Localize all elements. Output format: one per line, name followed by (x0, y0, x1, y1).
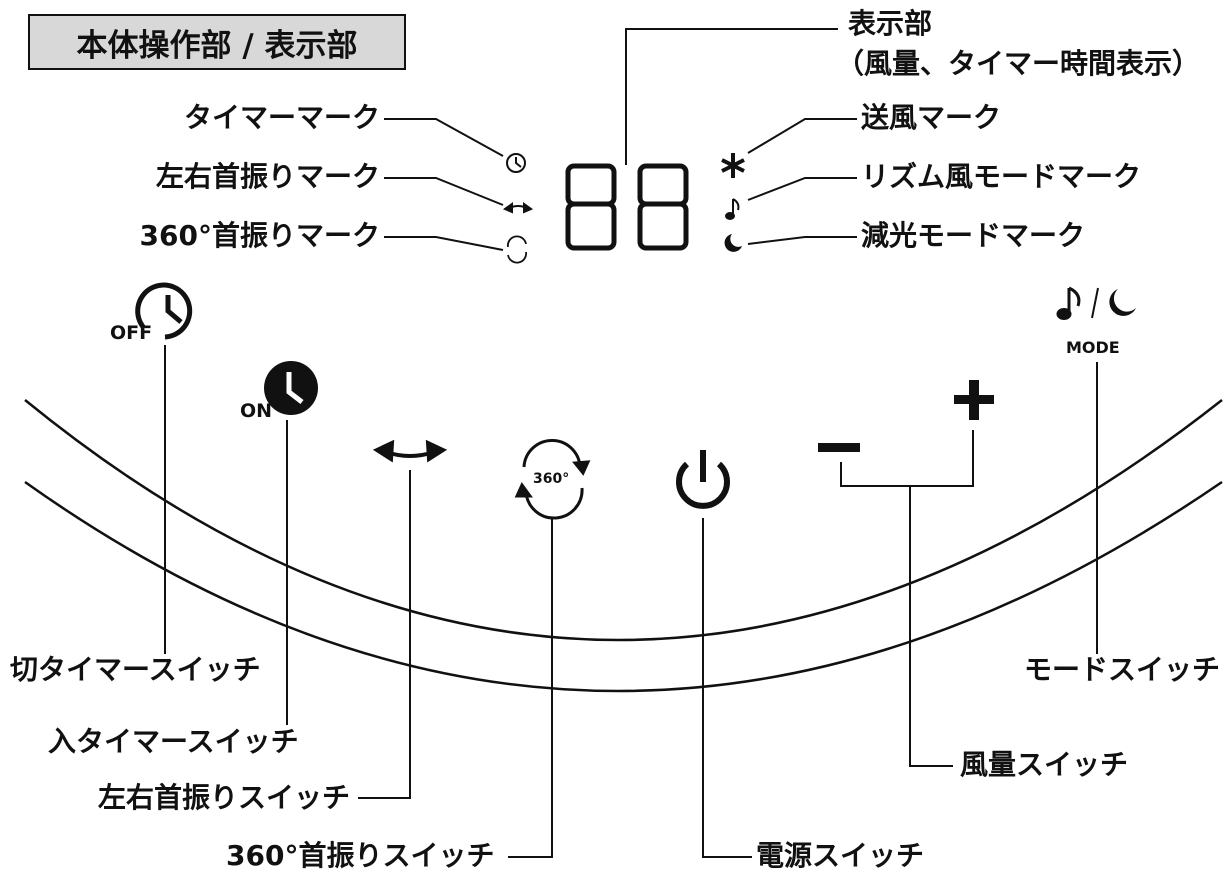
dimmer-mark-leader (747, 236, 857, 245)
power-switch-label: 電源スイッチ (756, 839, 925, 872)
swing360-switch-label: 360°首振りスイッチ (226, 839, 495, 872)
swing360-button-icon (514, 439, 591, 520)
lr-swing-switch-label: 左右首振りスイッチ (98, 781, 351, 814)
timer-mark-label: タイマーマーク (183, 101, 380, 134)
dimmer-mark-label: 減光モードマーク (861, 219, 1086, 252)
on-text[interactable]: ON (240, 400, 273, 422)
lr-swing-button-icon (372, 439, 448, 463)
note-icon (725, 198, 740, 220)
swing360-leader (508, 518, 553, 858)
power-leader (702, 518, 752, 858)
clock-icon (506, 153, 526, 173)
lr-swing-mark-leader (384, 177, 504, 206)
on-timer-switch-label: 入タイマースイッチ (48, 725, 299, 758)
swing360-mark-leader (384, 236, 504, 251)
deg360-text[interactable]: 360° (533, 471, 570, 487)
off-timer-icon (135, 282, 193, 340)
display-sublabel: （風量、タイマー時間表示） (836, 47, 1201, 80)
seven-segment-display (565, 163, 689, 251)
moon-icon (724, 234, 742, 252)
mode-switch-label: モードスイッチ (1024, 653, 1221, 686)
panel-outer-arc (24, 399, 1223, 642)
panel-inner-arc (24, 480, 1223, 693)
mode-slash (1091, 287, 1099, 319)
off-timer-switch-label: 切タイマースイッチ (10, 653, 261, 686)
rhythm-mark-label: リズム風モードマーク (861, 160, 1142, 193)
mode-note-icon (1056, 286, 1081, 320)
rotate-icon (507, 235, 527, 264)
fan-speed-bracket (840, 430, 974, 487)
display-label: 表示部 (848, 7, 933, 40)
display-leader (625, 28, 838, 165)
minus-icon (818, 443, 860, 452)
lr-swing-leader (358, 470, 411, 799)
power-icon (676, 450, 730, 509)
fan-mark-label: 送風マーク (861, 101, 1002, 134)
lr-arrow-icon (502, 202, 534, 214)
fan-icon (721, 153, 745, 178)
fan-speed-switch-label: 風量スイッチ (960, 748, 1129, 781)
plus-icon (954, 380, 994, 420)
off-text[interactable]: OFF (110, 322, 153, 344)
mode-moon-icon (1109, 289, 1136, 316)
page-title: 本体操作部 / 表示部 (28, 14, 406, 70)
fan-mark-leader (747, 118, 857, 154)
lr-swing-mark-label: 左右首振りマーク (155, 160, 380, 193)
rhythm-mark-leader (747, 177, 857, 201)
fan-speed-leader (909, 486, 953, 767)
on-timer-icon (264, 361, 318, 415)
timer-mark-leader (384, 118, 504, 157)
mode-text[interactable]: MODE (1066, 338, 1120, 357)
swing360-mark-label: 360°首振りマーク (139, 219, 380, 252)
